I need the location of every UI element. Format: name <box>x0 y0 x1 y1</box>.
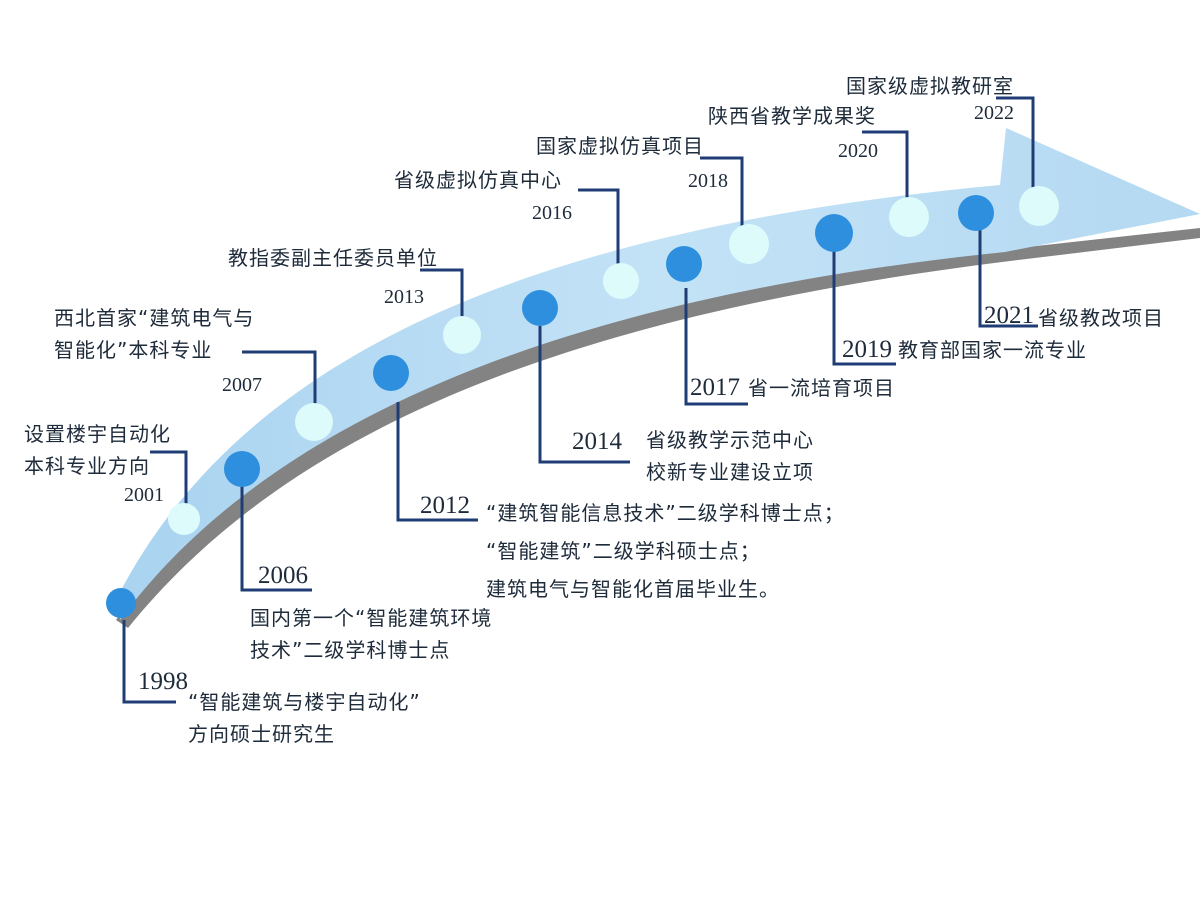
milestone-1998-line2: 方向硕士研究生 <box>188 722 335 746</box>
milestone-2001-line2: 本科专业方向 <box>24 454 150 478</box>
node-2021 <box>958 195 994 231</box>
node-2018 <box>729 224 769 264</box>
year-2012: 2012 <box>420 492 470 519</box>
milestone-1998-line1: “智能建筑与楼宇自动化” <box>188 690 421 714</box>
leader-2018 <box>700 156 744 240</box>
leader-2014 <box>538 326 570 464</box>
milestone-2007-line2: 智能化”本科专业 <box>54 338 213 362</box>
year-1998: 1998 <box>138 668 188 695</box>
milestone-2013-text: 教指委副主任委员单位 <box>228 246 438 270</box>
leader-2006 <box>240 486 256 592</box>
milestone-2021-text: 省级教改项目 <box>1038 306 1164 330</box>
milestone-2007-text: 西北首家“建筑电气与 智能化”本科专业 <box>54 302 254 366</box>
node-2020 <box>889 197 929 237</box>
milestone-2006-text: 国内第一个“智能建筑环境 技术”二级学科博士点 <box>250 602 492 666</box>
year-2017: 2017 <box>690 374 740 401</box>
node-2014 <box>522 290 558 326</box>
year-2001: 2001 <box>124 484 164 506</box>
year-2013: 2013 <box>384 286 424 308</box>
year-2016: 2016 <box>532 202 572 224</box>
milestone-1998-text: “智能建筑与楼宇自动化” 方向硕士研究生 <box>188 686 421 750</box>
leader-2020 <box>862 130 909 214</box>
arrow-body <box>118 128 1200 620</box>
year-2019: 2019 <box>842 336 892 363</box>
milestone-2012-line1: “建筑智能信息技术”二级学科博士点； <box>486 501 845 525</box>
leader-2017 <box>684 288 690 406</box>
year-2021: 2021 <box>984 302 1034 329</box>
milestone-2020-text: 陕西省教学成果奖 <box>708 104 876 128</box>
leader-2016 <box>578 188 620 278</box>
milestone-2016-text: 省级虚拟仿真中心 <box>394 168 562 192</box>
milestone-2012-text: “建筑智能信息技术”二级学科博士点； “智能建筑”二级学科硕士点； 建筑电气与智… <box>486 494 845 608</box>
leader-2012 <box>396 402 416 522</box>
node-1998 <box>106 588 136 618</box>
milestone-2001-line1: 设置楼宇自动化 <box>24 422 171 446</box>
node-2006 <box>224 451 260 487</box>
year-2018: 2018 <box>688 170 728 192</box>
year-2020: 2020 <box>838 140 878 162</box>
milestone-2014-line1: 省级教学示范中心 <box>646 428 814 452</box>
milestone-2006-line1: 国内第一个“智能建筑环境 <box>250 606 493 630</box>
milestone-2001-text: 设置楼宇自动化 本科专业方向 <box>24 418 171 482</box>
milestone-2007-line1: 西北首家“建筑电气与 <box>54 306 255 330</box>
node-2019 <box>815 214 853 252</box>
year-underlines <box>124 324 1038 704</box>
year-2007: 2007 <box>222 374 262 396</box>
node-2013 <box>443 316 481 354</box>
node-2016 <box>603 263 639 299</box>
year-2014: 2014 <box>572 428 622 455</box>
leader-2022 <box>996 96 1035 202</box>
milestone-2012-line3: 建筑电气与智能化首届毕业生。 <box>486 577 780 601</box>
leader-lines <box>122 96 1035 704</box>
leader-2001 <box>150 450 188 518</box>
milestone-2014-text: 省级教学示范中心 校新专业建设立项 <box>646 424 814 488</box>
node-2017 <box>666 246 702 282</box>
milestone-2012-line2: “智能建筑”二级学科硕士点； <box>486 539 761 563</box>
milestone-2019-text: 教育部国家一流专业 <box>898 338 1087 362</box>
year-2022: 2022 <box>974 102 1014 124</box>
leader-2019 <box>832 250 840 366</box>
node-2012 <box>373 355 409 391</box>
leader-2013 <box>420 268 464 334</box>
node-2001 <box>168 503 200 535</box>
node-2007 <box>295 403 333 441</box>
milestone-2022-text: 国家级虚拟教研室 <box>846 74 1014 98</box>
milestone-2006-line2: 技术”二级学科博士点 <box>250 638 451 662</box>
leader-2021 <box>978 226 984 328</box>
milestone-2017-text: 省一流培育项目 <box>748 376 895 400</box>
milestone-2018-text: 国家虚拟仿真项目 <box>536 134 704 158</box>
milestone-2014-line2: 校新专业建设立项 <box>646 460 814 484</box>
node-2022 <box>1019 186 1059 226</box>
leader-2007 <box>242 350 317 420</box>
nodes <box>106 186 1059 618</box>
year-2006: 2006 <box>258 562 308 589</box>
